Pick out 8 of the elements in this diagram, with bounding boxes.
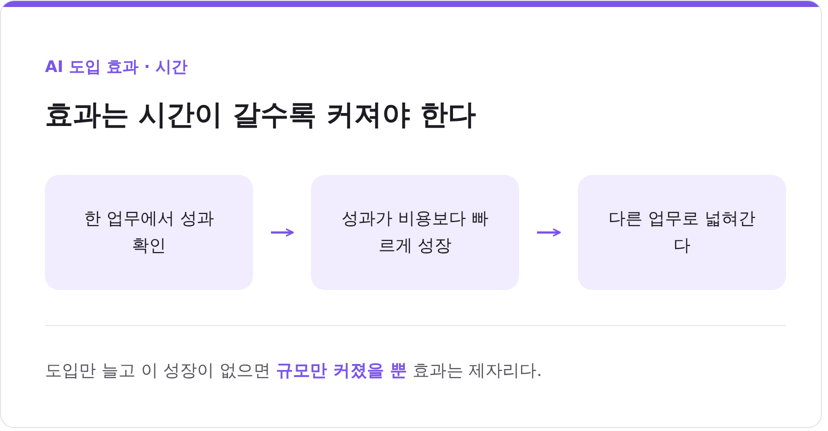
process-box: 한 업무에서 성과 확인 [45,175,253,290]
title: 효과는 시간이 갈수록 커져야 한다 [45,97,476,133]
process-box: 다른 업무로 넓혀간다 [578,175,786,290]
caption: 도입만 늘고 이 성장이 없으면 규모만 커졌을 뿐 효과는 제자리다. [45,360,542,382]
eyebrow-label: AI 도입 효과 · 시간 [45,57,188,78]
arrow [537,228,561,236]
process-box: 성과가 비용보다 빠르게 성장 [311,175,519,290]
arrow [271,228,294,236]
